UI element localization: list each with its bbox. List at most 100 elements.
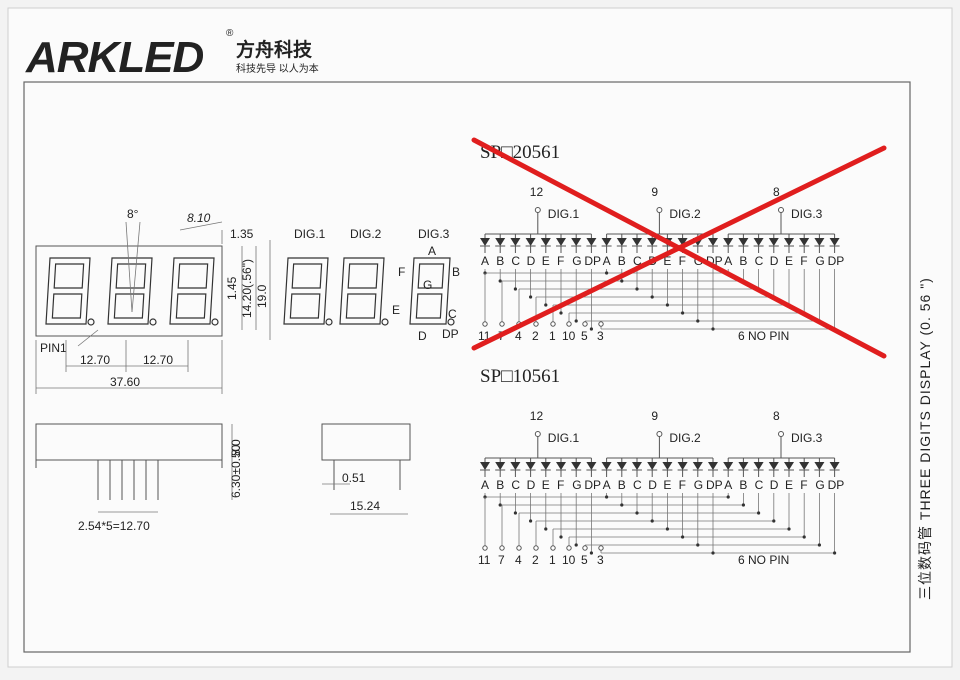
junction-dot [665,527,670,531]
segment-label: A [481,478,489,492]
end-view: 0.51 15.24 [321,423,411,515]
junction-dot [498,279,502,283]
pin-dot [499,321,505,327]
common-pin-dot [656,431,663,437]
diode-symbol [677,462,688,470]
segment-label: B [496,478,504,492]
dim-seg-width: 1.35 [230,227,254,241]
segment-label: C [633,478,642,492]
diode-symbol [738,238,749,246]
demo-digit-3 [409,257,455,326]
dim-tilt: 8.10 [187,211,211,225]
segment-label: D [527,478,536,492]
diode-symbol [814,462,825,470]
junction-dot [605,495,609,499]
seg-label-e: E [392,303,400,317]
segment-label: E [785,254,793,268]
junction-dot [513,511,518,515]
seg-label-a: A [428,244,436,258]
pin-dot [598,545,604,551]
diode-symbol [571,238,582,246]
segment-label: B [618,478,626,492]
diode-symbol [525,462,536,470]
segment-label: A [603,254,611,268]
pin-dot [533,321,539,327]
seg-label-g: G [423,278,432,292]
dim-pitch-2: 12.70 [143,353,173,367]
pin-dot [582,321,588,327]
dim-pitch-1: 12.70 [80,353,110,367]
seg-label-d: D [418,329,427,343]
segment-label: F [557,478,564,492]
digit-label: DIG.1 [548,431,580,445]
segment-label: F [679,478,686,492]
company-name-cn: 方舟科技 [236,38,313,61]
pin-dot [516,545,522,551]
junction-dot [559,535,563,539]
segment-label: D [527,254,536,268]
common-pin-number: 8 [773,185,780,199]
common-pin-number: 12 [530,185,544,199]
junction-dot [620,503,624,507]
segment-label: A [603,478,611,492]
pin-dot [533,545,539,551]
junction-dot [757,511,761,515]
segment-label: E [542,478,550,492]
seg-label-c: C [448,307,457,321]
segment-label: E [663,478,671,492]
bottom-pin-number: 4 [515,329,522,343]
junction-dot [817,543,822,547]
dim-side-h1: 8.0 [229,439,243,456]
bottom-pin-number: 7 [498,553,505,567]
segment-label: B [496,254,504,268]
side-title: 三位数码管 THREE DIGITS DISPLAY (0. 56 ") [917,277,933,600]
junction-dot [711,551,715,555]
bottom-pin-number: 10 [562,329,576,343]
segment-label: D [770,478,779,492]
diode-symbol [525,238,536,246]
segment-label: B [739,254,747,268]
diode-symbol [647,462,658,470]
segment-label: E [785,478,793,492]
pin-dot [566,321,572,327]
segment-label: G [572,254,581,268]
diode-symbol [510,238,521,246]
segment-label: DP [584,478,601,492]
junction-dot [696,543,700,547]
diode-symbol [480,238,490,246]
front-digit-2 [107,257,157,326]
junction-dot [787,527,791,531]
diode-symbol [723,238,734,246]
pin-dot [499,545,505,551]
digit-label: DIG.3 [791,207,823,221]
circuit-id: SP□10561 [480,366,560,387]
junction-dot [681,535,685,539]
segment-label: G [815,254,824,268]
bottom-pin-number: 2 [532,329,539,343]
diode-symbol [480,462,490,470]
front-digit-3 [169,257,219,326]
segment-label: C [755,254,764,268]
segment-label: C [511,254,520,268]
dim-body-depth: 15.24 [350,499,380,513]
digit-label: DIG.2 [669,207,701,221]
diode-symbol [540,238,551,246]
junction-dot [559,311,563,315]
company-slogan-cn: 科技先导 以人为本 [236,62,319,75]
common-pin-number: 12 [530,409,544,423]
dim-height-c: 19.0 [255,284,269,308]
diode-symbol [708,462,718,470]
demo-dig-1: DIG.1 [294,227,326,241]
junction-dot [589,551,594,555]
bottom-pin-number: 11 [478,553,491,567]
bottom-pin-number: 5 [581,553,588,567]
crossed-out-mark [471,137,887,359]
diode-symbol [799,238,810,246]
demo-dig-2: DIG.2 [350,227,382,241]
junction-dot [650,519,654,523]
dim-angle: 8° [127,207,139,221]
common-pin-dot [534,207,541,213]
